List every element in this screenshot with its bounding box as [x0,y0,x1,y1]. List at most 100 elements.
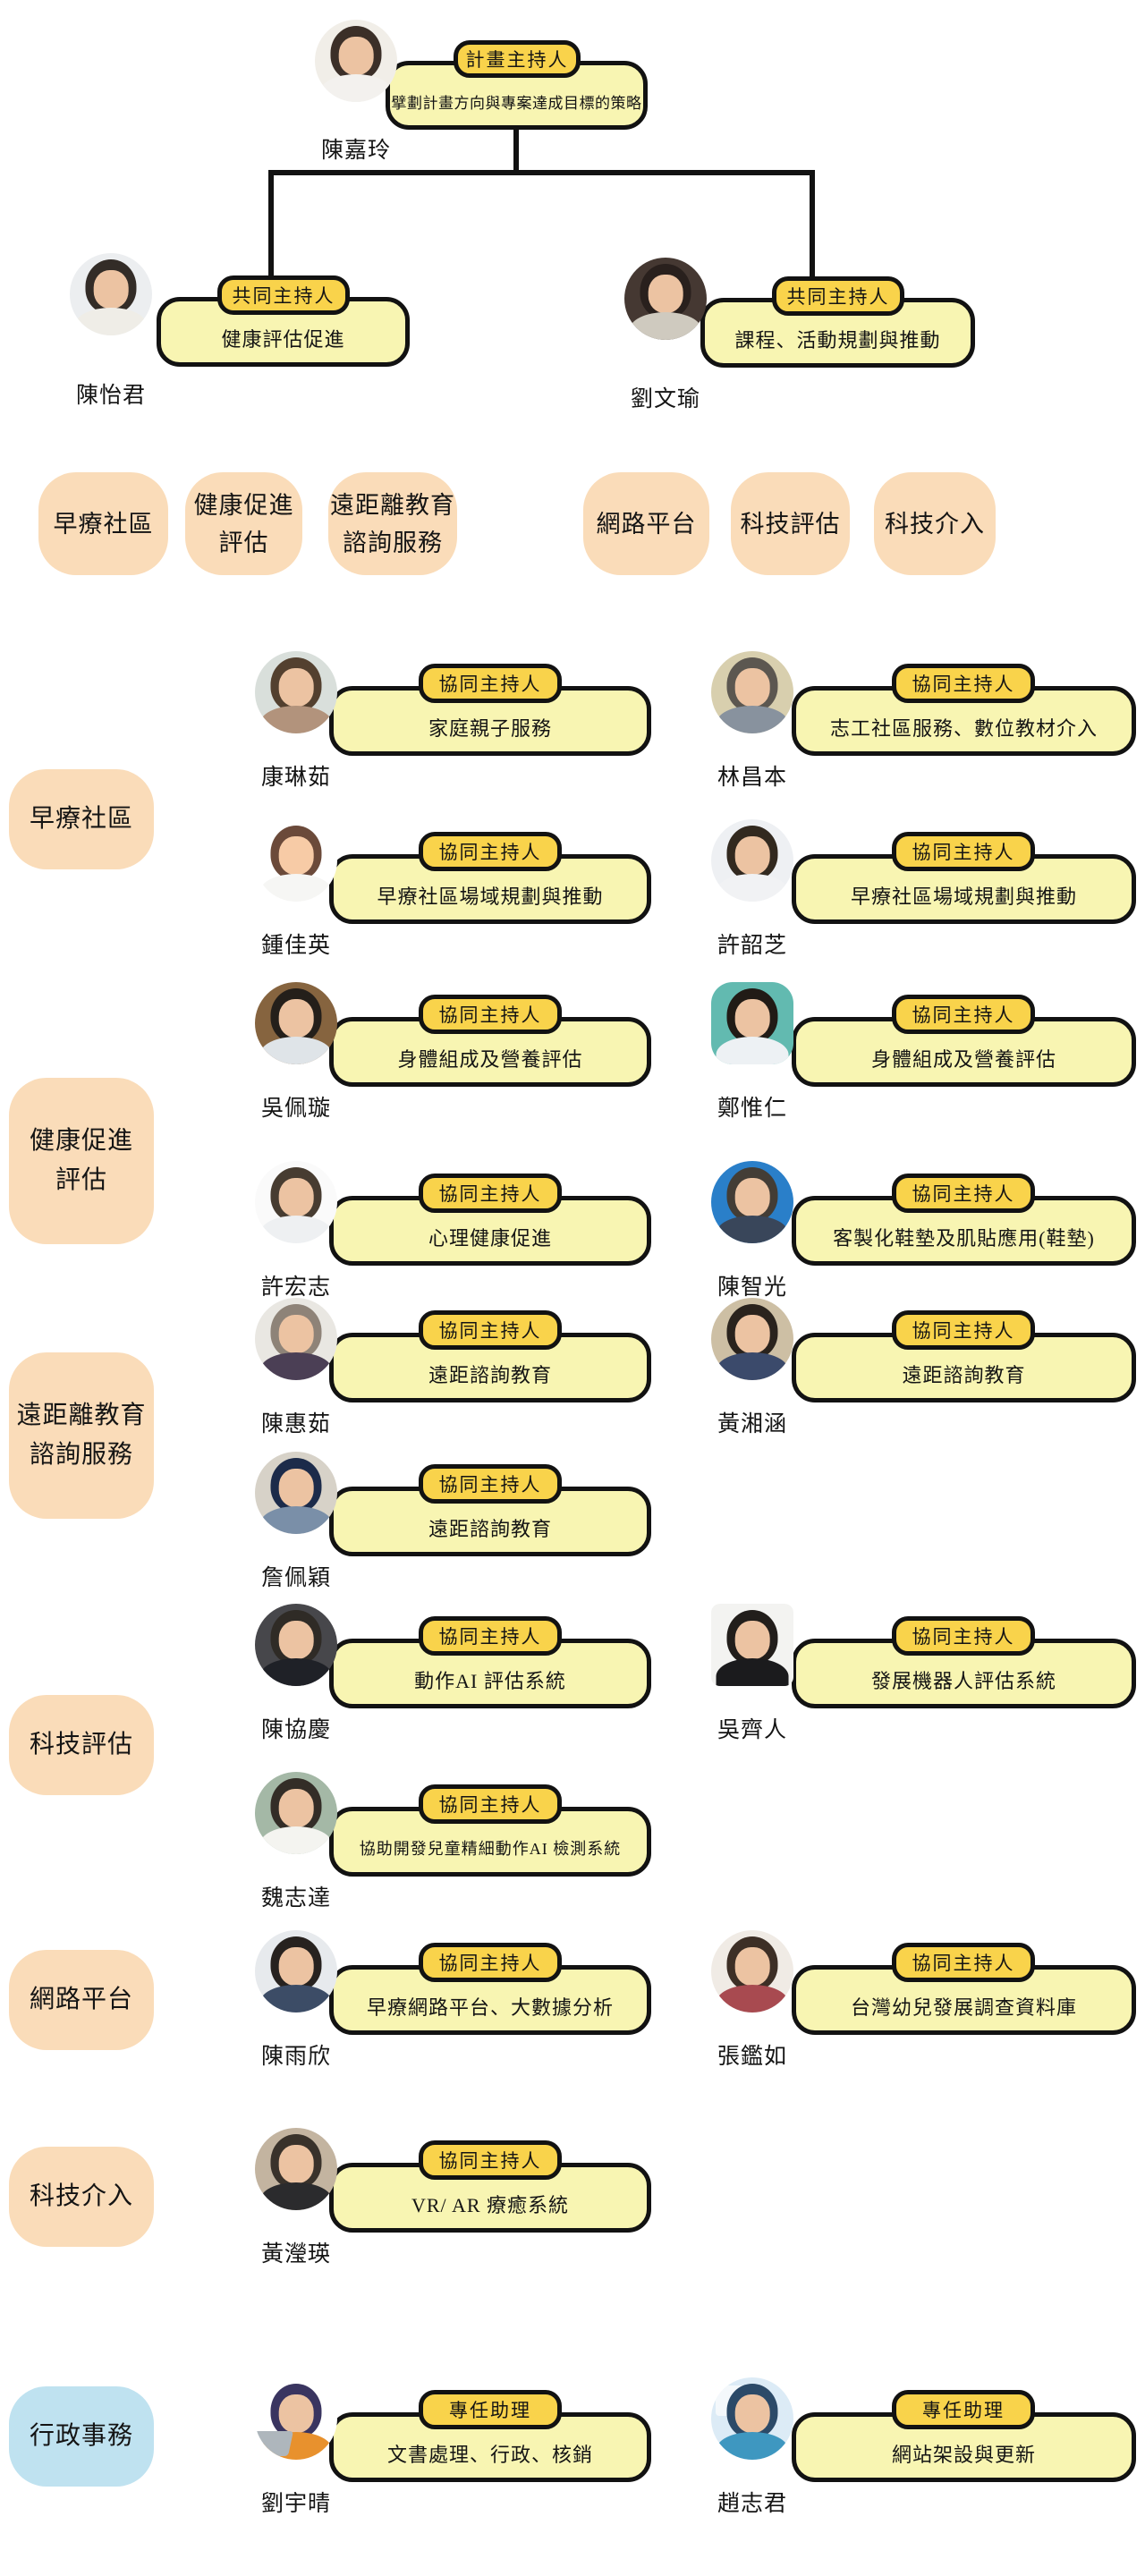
member-entry: 志工社區服務、數位教材介入 協同主持人 林昌本 [711,651,1136,803]
member-name: 鄭惟仁 [717,1097,787,1121]
section-label: 早療社區 [9,769,154,869]
member-desc: 心理健康促進 [428,1227,552,1250]
member-desc: 客製化鞋墊及肌貼應用(鞋墊) [833,1227,1095,1250]
section-label-text: 科技介入 [29,2182,133,2210]
member-desc: 文書處理、行政、核銷 [386,2444,593,2466]
member-role-badge: 協同主持人 [892,832,1035,871]
leader-name: 陳嘉玲 [320,139,391,163]
member-name: 詹佩穎 [260,1566,331,1590]
section-label-text: 健康促進 [29,1127,133,1155]
member-photo [711,982,793,1064]
connector-horizontal [268,170,815,175]
member-photo [255,1772,337,1854]
member-entry: 身體組成及營養評估 協同主持人 吳佩璇 [255,982,651,1134]
member-name: 陳雨欣 [260,2045,331,2069]
member-desc: VR/ AR 療癒系統 [411,2194,570,2216]
member-entry: 網站架設與更新 專任助理 趙志君 [711,2377,1136,2529]
member-desc: 動作AI 評估系統 [414,1670,566,1692]
member-name: 林昌本 [717,766,787,790]
co-leader-role-badge: 共同主持人 [772,276,904,316]
section-label-text: 諮詢服務 [29,1441,133,1469]
member-desc: 遠距諮詢教育 [902,1364,1026,1386]
section-label-text: 遠距離教育 [16,1402,147,1429]
member-photo [711,1161,793,1243]
category-pill-label: 評估 [218,529,269,556]
section-label-text: 早療社區 [29,805,133,833]
section-label-text: 評估 [55,1166,107,1194]
member-desc: 早療社區場域規劃與推動 [850,886,1077,908]
connector-drop-right [810,170,815,281]
category-pill: 網路平台 [583,472,709,575]
member-photo [255,1930,337,2012]
co-leader-name: 陳怡君 [75,384,146,408]
member-name: 吳佩璇 [260,1097,331,1121]
member-desc: 發展機器人評估系統 [870,1670,1056,1692]
member-name: 陳協慶 [260,1718,331,1742]
co-leader-role-badge: 共同主持人 [217,275,350,315]
member-desc: 遠距諮詢教育 [428,1364,552,1386]
member-name: 陳惠茹 [260,1412,331,1436]
member-name: 趙志君 [717,2492,787,2516]
member-entry: 早療社區場域規劃與推動 協同主持人 鍾佳英 [255,819,651,971]
leader-photo [315,20,397,102]
member-entry: 心理健康促進 協同主持人 許宏志 [255,1161,651,1313]
member-role-badge: 協同主持人 [892,1174,1035,1213]
member-name: 魏志達 [260,1886,331,1911]
member-role-badge: 協同主持人 [419,1616,562,1656]
co-leader-desc: 健康評估促進 [221,328,345,351]
co-leader-desc-box: 健康評估促進 [157,297,410,367]
category-pill: 科技評估 [731,472,850,575]
member-desc: 台灣幼兒發展調查資料庫 [850,1996,1077,2019]
co-leader-photo [624,258,707,340]
member-desc: 志工社區服務、數位教材介入 [829,717,1098,740]
member-photo [711,819,793,902]
co-leader-desc: 課程、活動規劃與推動 [734,329,941,352]
member-photo [255,819,337,902]
member-role-badge: 協同主持人 [892,1616,1035,1656]
section-label: 科技介入 [9,2147,154,2247]
member-entry: 台灣幼兒發展調查資料庫 協同主持人 張鑑如 [711,1930,1136,2082]
category-pill-label: 早療社區 [53,510,154,538]
member-photo [255,1161,337,1243]
section-label-text: 科技評估 [29,1731,133,1758]
section-label: 健康促進 評估 [9,1078,154,1244]
member-role-badge: 專任助理 [419,2390,562,2429]
member-entry: 早療網路平台、大數據分析 協同主持人 陳雨欣 [255,1930,651,2082]
co-leader-name: 劉文瑜 [630,387,700,411]
member-photo [255,1604,337,1686]
member-role-badge: 協同主持人 [419,1784,562,1824]
member-role-badge: 協同主持人 [892,664,1035,703]
member-photo [711,1298,793,1380]
member-photo [711,1930,793,2012]
member-role-badge: 協同主持人 [419,1174,562,1213]
section-label-text: 行政事務 [29,2422,133,2450]
connector-drop-left [268,170,274,279]
connector-stem [513,128,519,174]
member-desc: 身體組成及營養評估 [870,1048,1056,1071]
member-name: 鍾佳英 [260,934,331,958]
member-name: 劉宇晴 [260,2492,331,2516]
member-role-badge: 協同主持人 [892,995,1035,1034]
member-desc: 早療社區場域規劃與推動 [377,886,604,908]
leader-role-badge: 計畫主持人 [454,40,581,78]
member-desc: 身體組成及營養評估 [397,1048,583,1071]
member-entry: 遠距諮詢教育 協同主持人 詹佩穎 [255,1452,651,1604]
member-entry: 文書處理、行政、核銷 專任助理 劉宇晴 [255,2377,651,2529]
member-desc: 早療網路平台、大數據分析 [366,1996,614,2019]
member-name: 黃瀅瑛 [260,2242,331,2267]
member-desc: 協助開發兒童精細動作AI 檢測系統 [359,1840,622,1858]
member-entry: 發展機器人評估系統 協同主持人 吳齊人 [711,1604,1136,1756]
member-name: 吳齊人 [717,1718,787,1742]
category-pill: 科技介入 [874,472,996,575]
member-role-badge: 協同主持人 [892,1310,1035,1350]
section-label: 科技評估 [9,1695,154,1795]
section-label: 遠距離教育 諮詢服務 [9,1352,154,1519]
member-role-badge: 協同主持人 [419,1464,562,1504]
member-role-badge: 協同主持人 [419,664,562,703]
member-name: 康琳茹 [260,766,331,790]
member-photo [711,1604,793,1686]
member-desc-box: 心理健康促進 [329,1196,651,1266]
member-role-badge: 專任助理 [892,2390,1035,2429]
member-photo [255,2128,337,2210]
